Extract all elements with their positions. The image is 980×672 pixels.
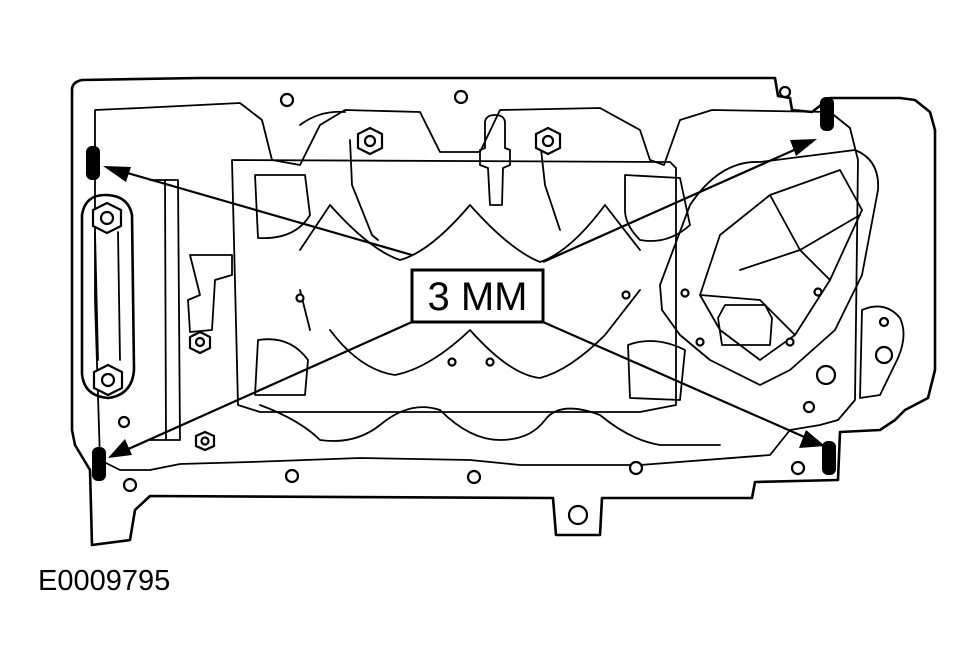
- left-pipe: [149, 179, 181, 441]
- right-end-lump: [859, 305, 905, 399]
- left-bracket: [80, 193, 136, 400]
- rib-holes: [295, 287, 823, 367]
- leader-line-top-left: [109, 166, 413, 257]
- side-arch-right: [624, 174, 691, 401]
- right-end-hole-small: [878, 316, 890, 328]
- bottom-wave: [259, 404, 721, 446]
- sealant-bead-top-left: [86, 146, 100, 180]
- bolt-hole: [453, 89, 469, 105]
- leader-line-bottom-left: [114, 320, 413, 457]
- left-bracket-inner: [94, 231, 121, 361]
- bolt-hole: [778, 85, 792, 99]
- bolt-hole: [802, 400, 816, 414]
- right-end-hole: [874, 345, 894, 365]
- nut-top-center-right: [534, 126, 562, 156]
- bolt-hole: [122, 477, 138, 493]
- bolt-lower-left: [92, 363, 124, 397]
- rib-hole: [680, 288, 690, 298]
- bolt-hole: [117, 415, 131, 429]
- right-panel-ribs: [699, 169, 863, 361]
- left-connector: [187, 254, 233, 333]
- top-wave: [299, 110, 561, 241]
- leader-line-bottom-right: [542, 320, 819, 445]
- rib-hole: [621, 290, 631, 300]
- rib-hole: [447, 357, 457, 367]
- block-outer-outline: [70, 76, 937, 547]
- side-arch-left: [254, 174, 311, 396]
- sealant-bead-top-right: [820, 97, 834, 131]
- bolt-hole: [567, 504, 589, 526]
- callout-box: [410, 268, 545, 324]
- arrowhead-top-left: [103, 166, 131, 182]
- bolt-upper-left: [91, 201, 123, 235]
- right-panel-outline: [659, 149, 879, 386]
- bolt-hole: [628, 460, 644, 476]
- nut-top-center-left: [356, 126, 384, 156]
- center-rib-upper: [231, 159, 677, 413]
- callout-label: 3 MM: [428, 275, 528, 319]
- rib-hole: [695, 337, 705, 347]
- arrowhead-top-right: [790, 139, 817, 156]
- arrowhead-bottom-right: [799, 430, 825, 448]
- figure-id: E0009795: [38, 565, 171, 597]
- bolt-hole: [284, 468, 300, 484]
- leader-line-top-right: [542, 140, 813, 264]
- arrowhead-bottom-left: [108, 439, 132, 458]
- bolt-hole: [279, 92, 295, 108]
- perimeter-bolt-holes: [117, 85, 816, 526]
- right-panel-boss: [717, 304, 773, 346]
- rib-hole: [813, 287, 823, 297]
- bolt-hole: [466, 469, 482, 485]
- small-nut-bottom-left: [194, 430, 216, 452]
- rib-hole: [785, 337, 795, 347]
- sealant-bead-bottom-left: [92, 447, 106, 481]
- bolt-hole: [790, 460, 806, 476]
- right-plug: [815, 364, 837, 386]
- dipstick-tube: [479, 114, 511, 206]
- sealant-bead-bottom-right: [822, 441, 836, 475]
- small-nut-left: [188, 330, 212, 355]
- rib-hole: [485, 357, 495, 367]
- rib-hole: [295, 293, 305, 303]
